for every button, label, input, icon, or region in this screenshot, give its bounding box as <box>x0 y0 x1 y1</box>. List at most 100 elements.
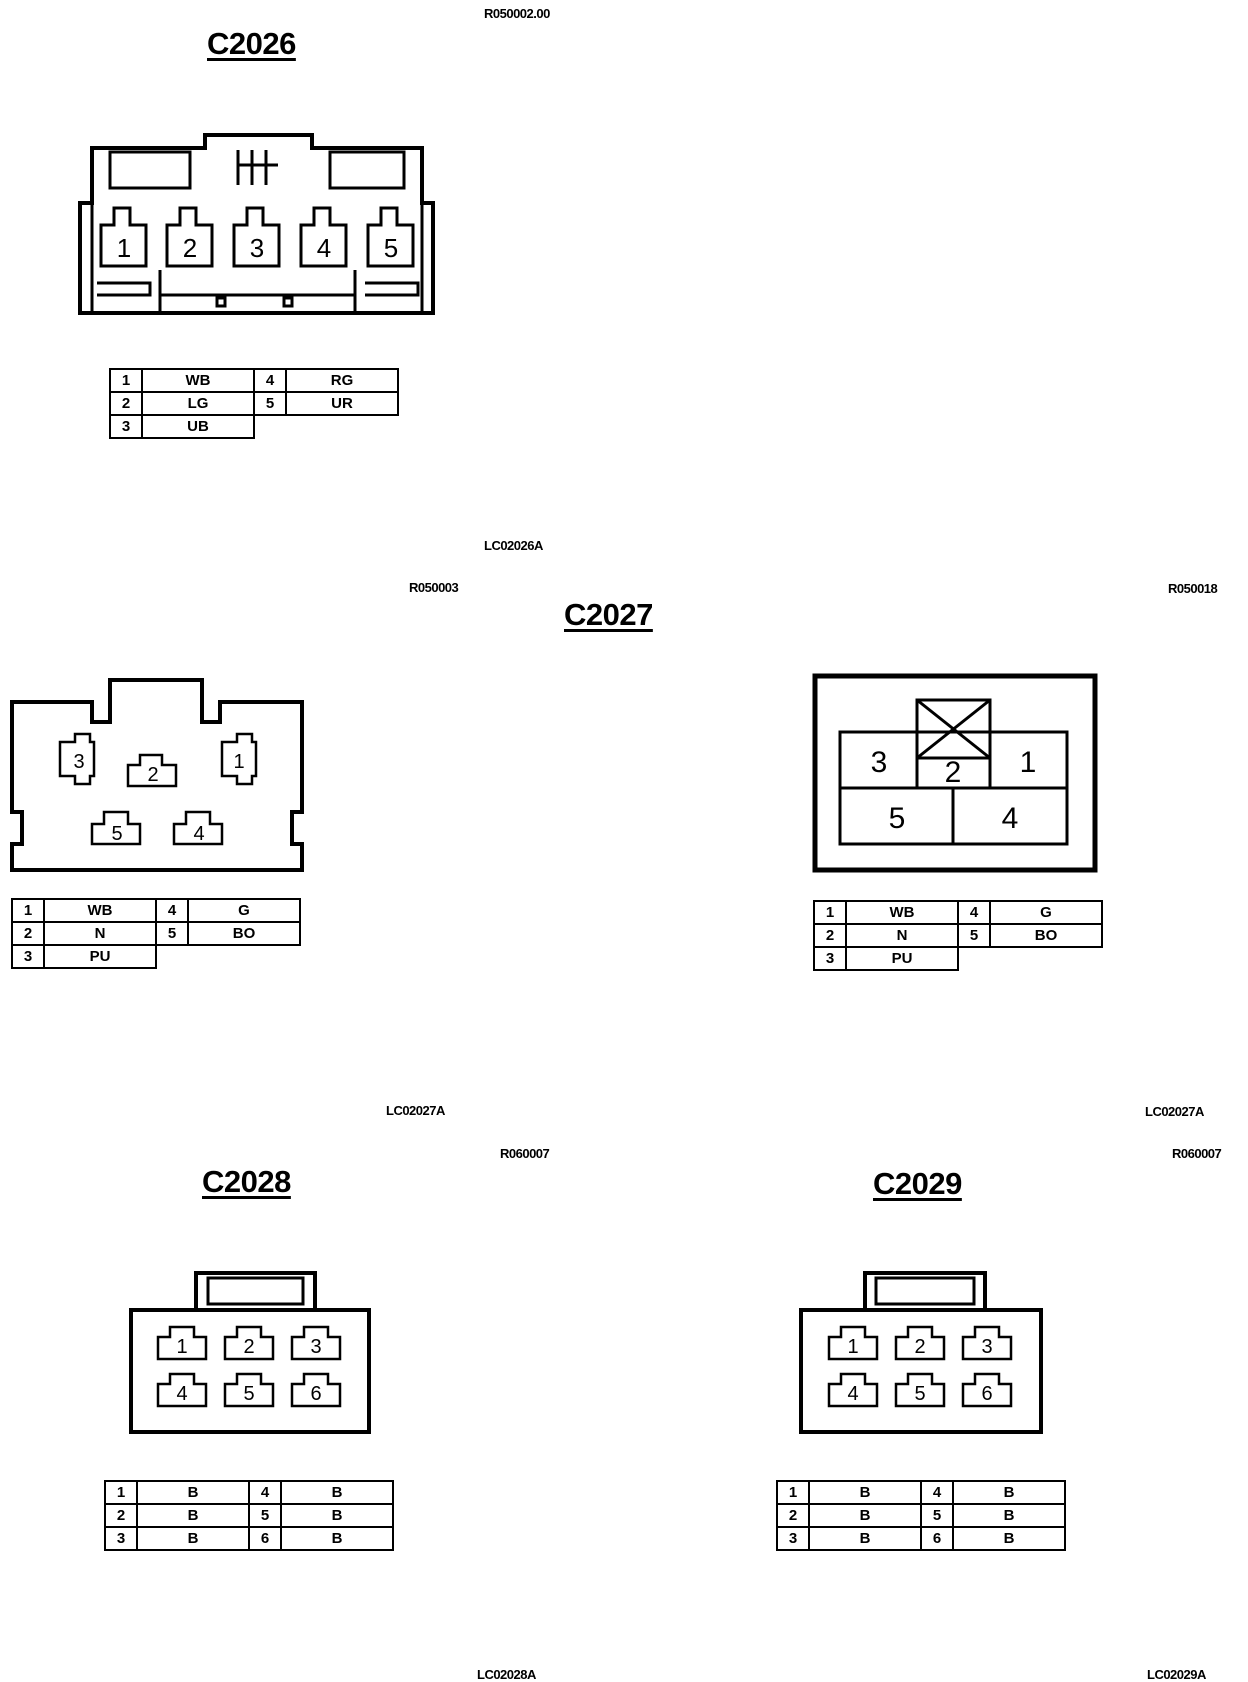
pin-cavity <box>827 1372 879 1408</box>
c2027-left-pin-label: 2 <box>147 764 158 786</box>
c2027-left-pin-label: 1 <box>233 751 244 773</box>
color-cell: BO <box>187 921 301 946</box>
connector-title-c2028: C2028 <box>202 1164 291 1199</box>
pin-cell: 6 <box>920 1526 954 1551</box>
color-cell: G <box>989 900 1103 925</box>
table-row: 1 WB 4 RG <box>109 368 399 393</box>
color-cell: RG <box>285 368 399 393</box>
c2026-pin-label: 5 <box>384 233 398 263</box>
connector-face-c2026 <box>78 133 435 315</box>
ref-code-c2028: R060007 <box>500 1146 550 1161</box>
pin-cavity <box>223 1325 275 1361</box>
connector-title-c2029: C2029 <box>873 1166 962 1201</box>
table-row: 3 B 6 B <box>776 1526 1066 1551</box>
color-cell: WB <box>43 898 157 923</box>
pin-cell: 5 <box>957 923 991 948</box>
pin-cavity <box>961 1325 1013 1361</box>
color-cell: B <box>136 1480 250 1505</box>
pin-cell: 3 <box>109 414 143 439</box>
color-cell: LG <box>141 391 255 416</box>
pin-cell: 1 <box>11 898 45 923</box>
empty-cell <box>958 947 1102 970</box>
pin-cavity <box>961 1372 1013 1408</box>
figure-code-c2027-right: LC02027A <box>1145 1104 1204 1119</box>
color-cell: B <box>280 1480 394 1505</box>
pin-cell: 4 <box>253 368 287 393</box>
ref-code-c2027-left: R050003 <box>409 580 459 595</box>
table-row: 2 N 5 BO <box>11 921 301 946</box>
c2027-right-pin-label: 4 <box>1002 802 1019 835</box>
table-row: 2 B 5 B <box>776 1503 1066 1528</box>
color-cell: WB <box>845 900 959 925</box>
color-cell: B <box>280 1503 394 1528</box>
pin-cell: 5 <box>253 391 287 416</box>
pin-cavity <box>290 1325 342 1361</box>
ref-code-c2029: R060007 <box>1172 1146 1222 1161</box>
pin-cavity <box>223 1372 275 1408</box>
color-cell: UR <box>285 391 399 416</box>
table-row: 3 UB <box>109 414 398 439</box>
color-cell: B <box>808 1526 922 1551</box>
pin-cell: 1 <box>104 1480 138 1505</box>
c2026-pin-label: 2 <box>183 233 197 263</box>
connector-face-c2029 <box>799 1271 1043 1434</box>
connector-face-c2027-right <box>812 673 1098 873</box>
c2029-pins <box>827 1325 1013 1408</box>
color-cell: G <box>187 898 301 923</box>
pin-cell: 1 <box>776 1480 810 1505</box>
connector-face-c2027-left <box>10 678 304 872</box>
table-row: 2 N 5 BO <box>813 923 1103 948</box>
pin-cavity <box>156 1325 208 1361</box>
color-cell: PU <box>43 944 157 969</box>
figure-code-c2028: LC02028A <box>477 1667 536 1682</box>
c2026-pin-label: 1 <box>117 233 131 263</box>
pin-cell: 4 <box>957 900 991 925</box>
table-row: 2 LG 5 UR <box>109 391 399 416</box>
table-row: 3 PU <box>813 946 1102 971</box>
color-cell: B <box>808 1503 922 1528</box>
pin-cell: 4 <box>248 1480 282 1505</box>
c2028-pins <box>156 1325 342 1408</box>
c2028-pin-label: 1 <box>176 1336 187 1358</box>
pin-cell: 5 <box>920 1503 954 1528</box>
c2028-pin-label: 5 <box>243 1383 254 1405</box>
c2027-left-pin-label: 3 <box>73 751 84 773</box>
color-cell: B <box>808 1480 922 1505</box>
color-cell: B <box>952 1526 1066 1551</box>
c2027-right-pin-label: 3 <box>871 746 888 779</box>
wire-table-c2028: 1 B 4 B 2 B 5 B 3 B 6 B <box>104 1480 394 1551</box>
pin-cell: 6 <box>248 1526 282 1551</box>
color-cell: B <box>952 1503 1066 1528</box>
color-cell: B <box>136 1526 250 1551</box>
pin-cavity <box>894 1372 946 1408</box>
pin-cell: 3 <box>11 944 45 969</box>
c2028-pin-label: 3 <box>310 1336 321 1358</box>
table-row: 3 PU <box>11 944 300 969</box>
connector-title-c2026: C2026 <box>207 26 296 61</box>
color-cell: UB <box>141 414 255 439</box>
color-cell: WB <box>141 368 255 393</box>
c2029-pin-label: 5 <box>914 1383 925 1405</box>
ref-code-c2027-right: R050018 <box>1168 581 1218 596</box>
c2028-pin-label: 2 <box>243 1336 254 1358</box>
color-cell: B <box>280 1526 394 1551</box>
color-cell: B <box>952 1480 1066 1505</box>
empty-cell <box>254 415 398 438</box>
pin-cell: 2 <box>109 391 143 416</box>
c2029-pin-label: 2 <box>914 1336 925 1358</box>
c2027-right-pin-label: 5 <box>889 802 906 835</box>
pin-cell: 2 <box>11 921 45 946</box>
pin-cell: 1 <box>813 900 847 925</box>
c2027-right-pin-label: 1 <box>1020 746 1037 779</box>
color-cell: N <box>845 923 959 948</box>
c2026-pin-label: 3 <box>250 233 264 263</box>
pin-cell: 1 <box>109 368 143 393</box>
c2028-pin-label: 4 <box>176 1383 187 1405</box>
c2029-pin-label: 4 <box>847 1383 858 1405</box>
c2026-pins <box>99 206 415 268</box>
color-cell: BO <box>989 923 1103 948</box>
color-cell: PU <box>845 946 959 971</box>
pin-cell: 3 <box>813 946 847 971</box>
pin-cell: 4 <box>920 1480 954 1505</box>
